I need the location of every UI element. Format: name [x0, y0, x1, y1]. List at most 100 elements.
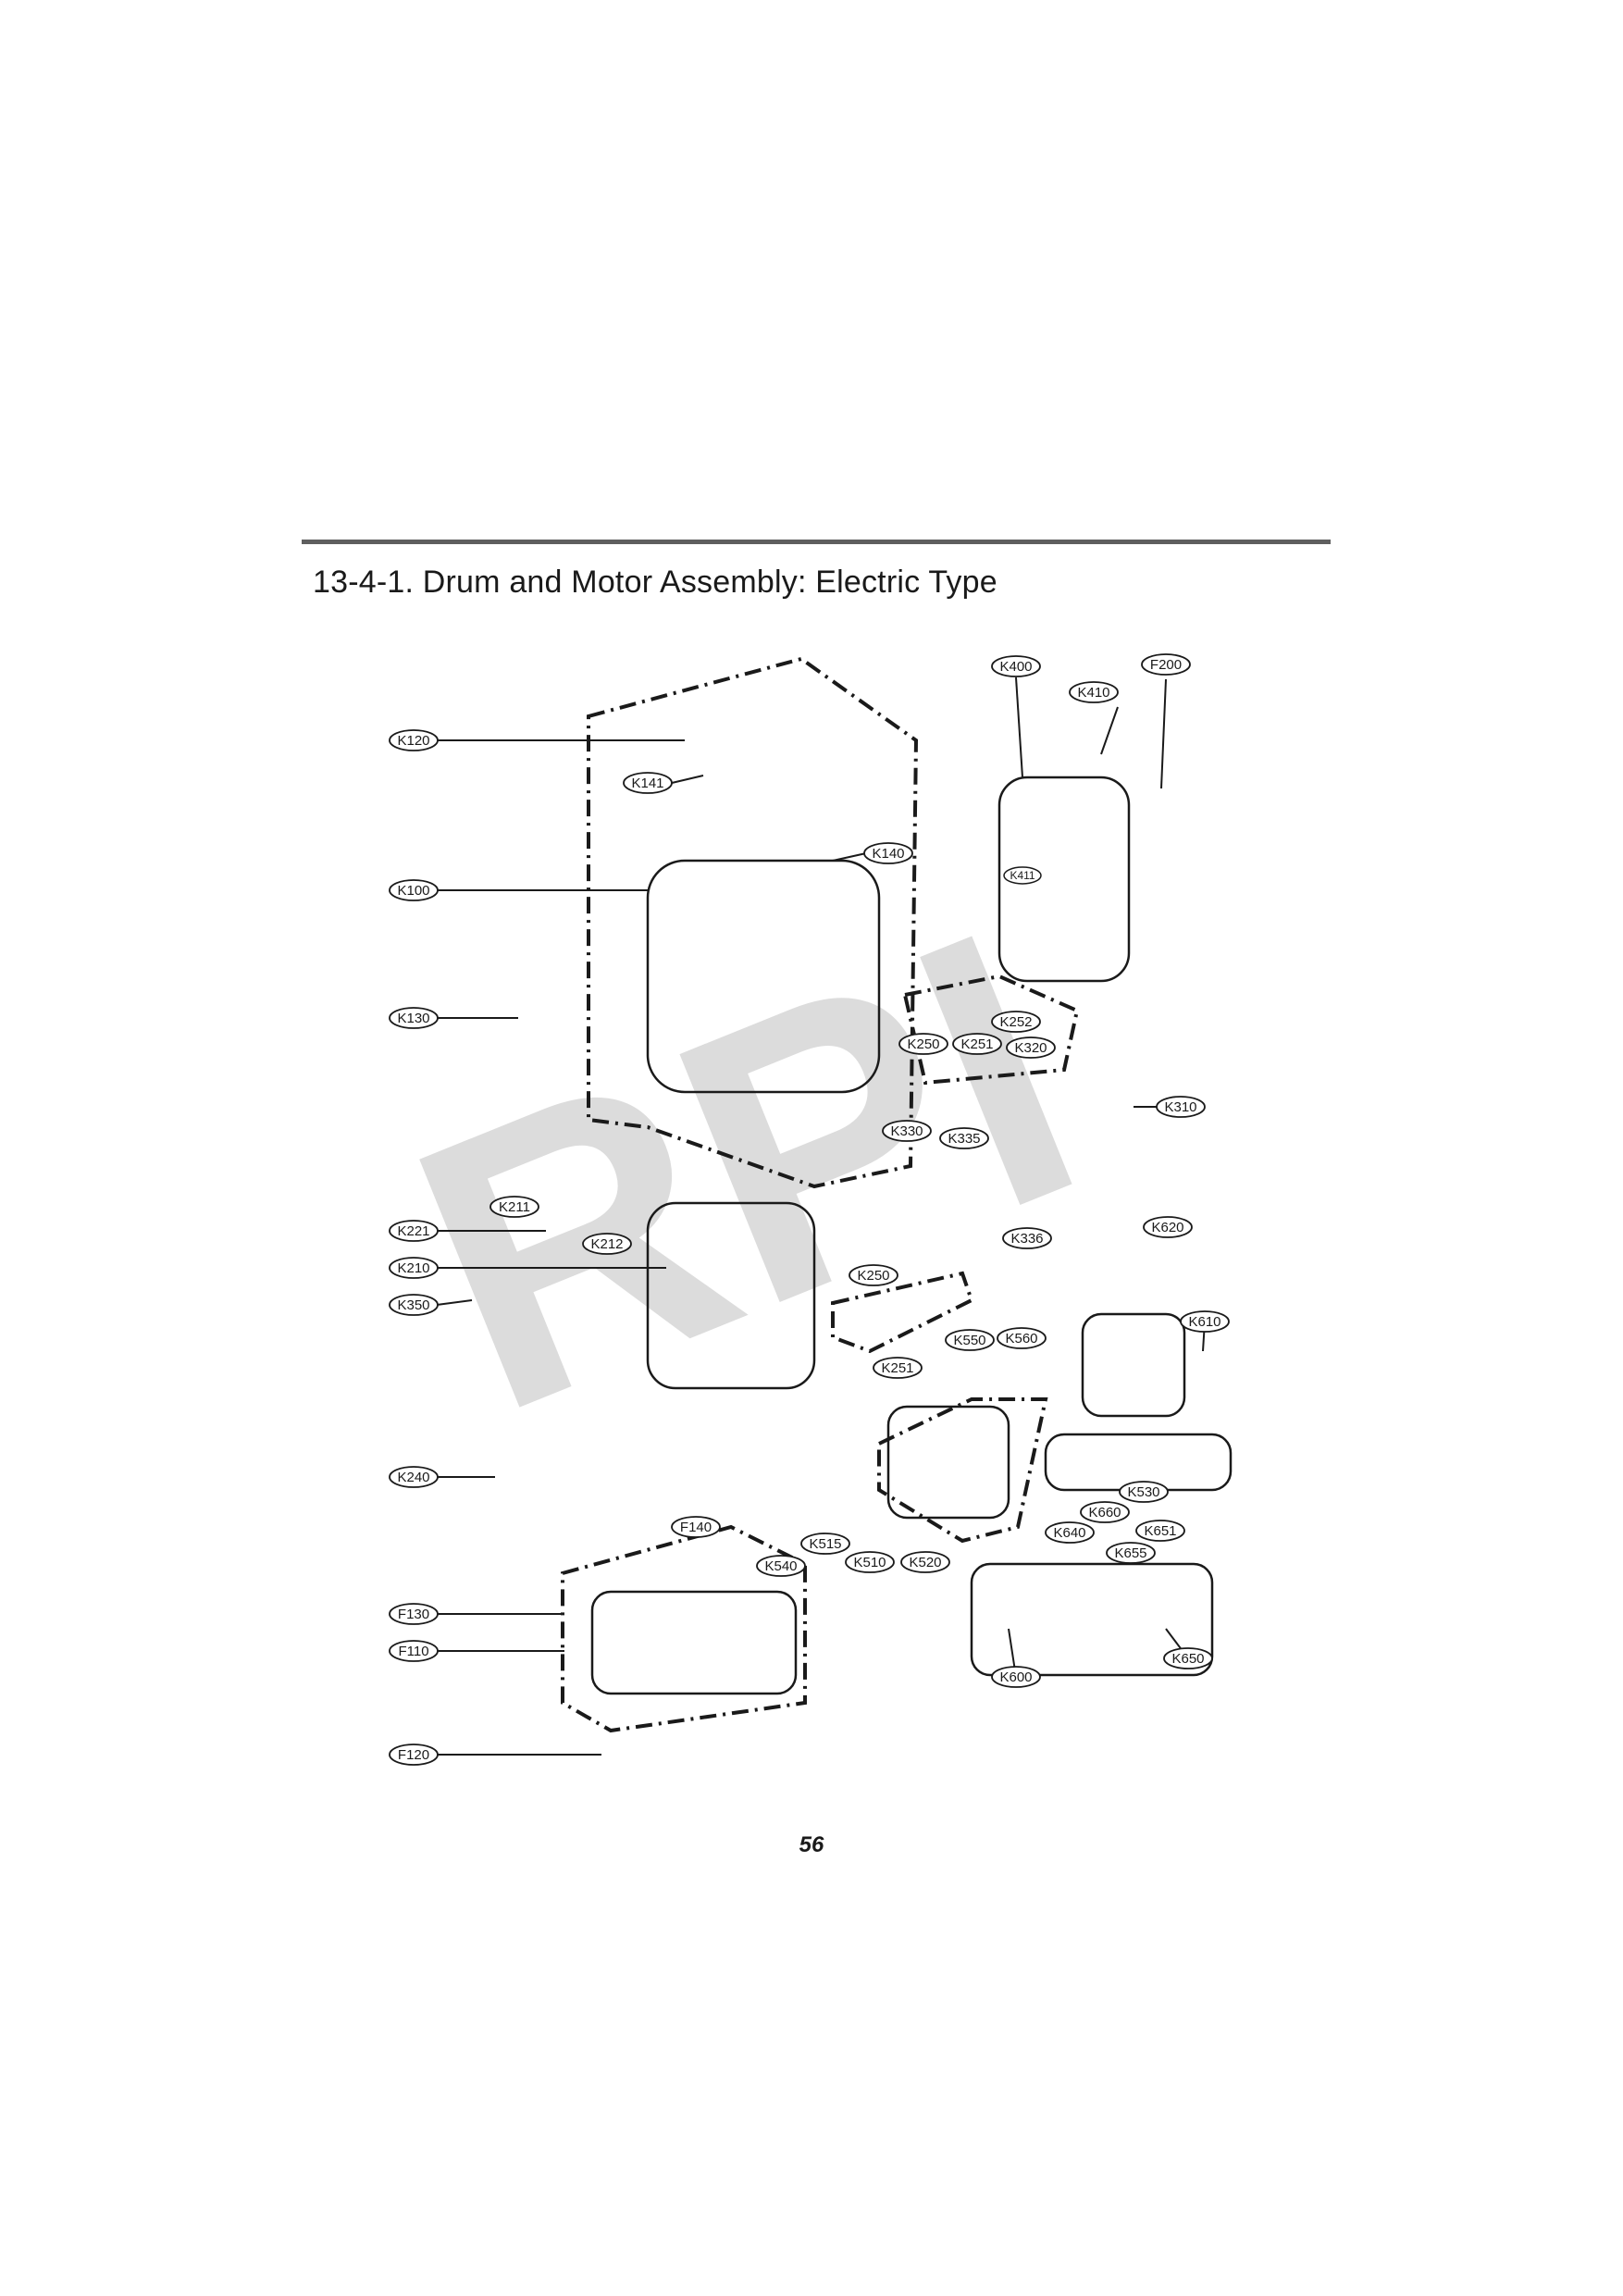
callout: K212: [582, 1233, 632, 1255]
callout: K515: [800, 1533, 850, 1555]
callout-label: K335: [948, 1131, 980, 1147]
callout-label: K320: [1014, 1040, 1047, 1056]
front-bulkhead-part: [646, 1201, 816, 1390]
callout: K120: [389, 729, 439, 751]
callout-label: K251: [881, 1360, 913, 1376]
section-title: 13-4-1. Drum and Motor Assembly: Electri…: [313, 565, 997, 600]
leader-line: [671, 775, 704, 784]
callout: K560: [997, 1327, 1047, 1349]
callout: K211: [489, 1196, 539, 1218]
callout: F140: [671, 1516, 721, 1538]
callout-label: K140: [872, 846, 904, 862]
callout: K350: [389, 1294, 439, 1316]
callout: K310: [1156, 1096, 1206, 1118]
assembly-boundaries: [561, 656, 1080, 1733]
callout-label: K400: [999, 659, 1032, 675]
callout: K530: [1119, 1481, 1169, 1503]
heater-part: [590, 1590, 798, 1695]
leader-line: [1015, 676, 1023, 778]
heater-assembly-boundary: [561, 1524, 807, 1733]
callout: K520: [900, 1551, 950, 1573]
callout-label: K520: [909, 1555, 941, 1570]
callout: K655: [1106, 1542, 1156, 1564]
leader-line: [1160, 678, 1167, 789]
callout-label: F130: [398, 1607, 429, 1622]
callout-label: K211: [499, 1199, 530, 1215]
callout-label: K651: [1144, 1523, 1176, 1539]
callout: K620: [1143, 1216, 1193, 1238]
callout: K411: [1003, 866, 1042, 885]
callout: K651: [1135, 1520, 1185, 1542]
callout-label: K120: [397, 733, 429, 749]
drum-assembly-boundary: [587, 656, 919, 1189]
callout: K320: [1006, 1036, 1056, 1059]
callout-label: K550: [953, 1333, 985, 1348]
callout-label: K130: [397, 1011, 429, 1026]
callout-label: K221: [397, 1223, 429, 1239]
callout-labels: K120 K141 K100 K140 K130 K400 K410 F200: [389, 653, 1230, 1766]
part-placeholders: [590, 776, 1233, 1695]
callout-label: F200: [1150, 657, 1182, 673]
callout-label: K250: [857, 1268, 889, 1284]
callout-label: K100: [397, 883, 429, 899]
callout: K221: [389, 1220, 439, 1242]
callout: K251: [952, 1033, 1002, 1055]
callout: K335: [939, 1127, 989, 1149]
callout: K140: [863, 842, 913, 864]
callout: K600: [991, 1666, 1041, 1688]
callout-label: K350: [397, 1297, 429, 1313]
motor-part: [1081, 1312, 1186, 1418]
callout: K400: [991, 655, 1041, 677]
callout-label: K252: [999, 1014, 1032, 1030]
rear-bulkhead-part: [997, 776, 1131, 983]
callout: F200: [1141, 653, 1191, 676]
callout-label: K510: [853, 1555, 886, 1570]
callout-label: K210: [397, 1260, 429, 1276]
callout-label: K240: [397, 1470, 429, 1485]
callout: K130: [389, 1007, 439, 1029]
callout: K510: [845, 1551, 895, 1573]
page-number: 56: [799, 1832, 824, 1857]
callout: K330: [882, 1120, 932, 1142]
callout: K100: [389, 879, 439, 901]
base-bracket-part: [970, 1562, 1214, 1677]
callout: K240: [389, 1466, 439, 1488]
callout: K252: [991, 1011, 1041, 1033]
blower-housing-part: [886, 1405, 1010, 1520]
callout: F130: [389, 1603, 439, 1625]
callout: K550: [945, 1329, 995, 1351]
callout-label: K540: [764, 1558, 797, 1574]
rear-bearing-boundary: [831, 1271, 974, 1354]
callout: K650: [1163, 1647, 1213, 1669]
callout-label: K560: [1005, 1331, 1037, 1347]
callout: K336: [1002, 1227, 1052, 1249]
callout: K410: [1069, 681, 1119, 703]
callout-label: K600: [999, 1669, 1032, 1685]
callout-label: K251: [960, 1036, 993, 1052]
callout-label: F110: [398, 1644, 428, 1659]
callout-label: K640: [1053, 1525, 1085, 1541]
callout: F110: [389, 1640, 439, 1662]
callout: F120: [389, 1744, 439, 1766]
drum-part: [646, 859, 881, 1094]
callout-label: F140: [680, 1520, 712, 1535]
callout-label: K310: [1164, 1099, 1196, 1115]
callout-label: K655: [1114, 1545, 1146, 1561]
leader-line: [436, 1299, 473, 1306]
callout-label: K515: [809, 1536, 841, 1552]
callout-label: K610: [1188, 1314, 1220, 1330]
callout-label: K620: [1151, 1220, 1183, 1235]
callout: K250: [898, 1033, 948, 1055]
callout: K540: [756, 1555, 806, 1577]
callout-label: K330: [890, 1123, 923, 1139]
callout: K251: [873, 1357, 923, 1379]
callout: K141: [623, 772, 673, 794]
callout-label: K336: [1010, 1231, 1043, 1247]
callout: K250: [849, 1264, 898, 1286]
callout-label: K212: [590, 1236, 623, 1252]
callout: K210: [389, 1257, 439, 1279]
callout-label: K410: [1077, 685, 1109, 701]
callout: K640: [1045, 1521, 1095, 1544]
callout-label: F120: [398, 1747, 429, 1763]
